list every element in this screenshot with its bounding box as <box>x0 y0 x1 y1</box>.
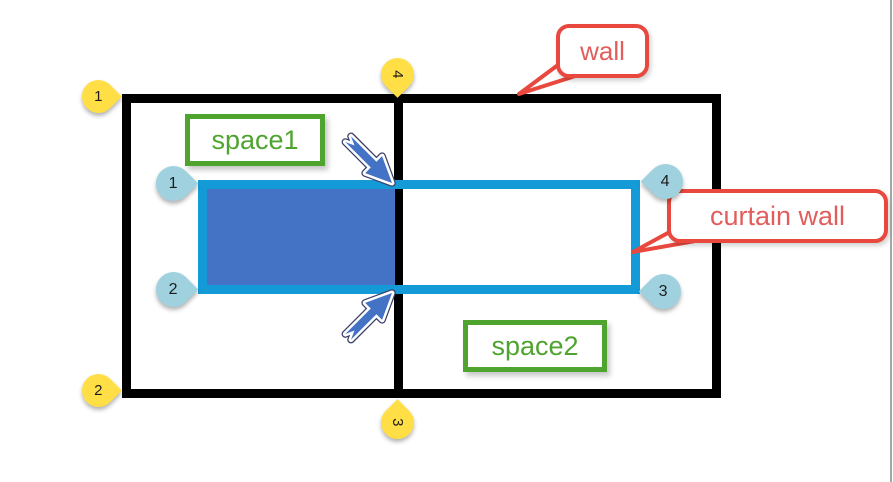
wall-marker-4-label: 4 <box>389 70 406 79</box>
wall-callout: wall <box>556 24 649 78</box>
wall-marker-3-label: 3 <box>389 418 406 427</box>
curtain-wall-callout: curtain wall <box>667 189 888 243</box>
curtain-marker-3-label: 3 <box>659 282 668 300</box>
curtain-marker-1-label: 1 <box>169 174 178 192</box>
space2-label-text: space2 <box>491 330 579 361</box>
space1-label: space1 <box>185 114 325 166</box>
middle-dividing-wall <box>394 94 403 398</box>
wall-marker-2-pin-icon: 2 <box>75 367 122 414</box>
wall-marker-1-pin-icon: 1 <box>75 73 122 120</box>
wall-marker-4-pin-icon: 4 <box>374 51 421 98</box>
wall-marker-1-label: 1 <box>94 88 103 105</box>
space2-label: space2 <box>463 320 607 372</box>
wall-outline <box>122 94 721 398</box>
curtain-marker-4-label: 4 <box>661 172 670 190</box>
wall-marker-3-pin-icon: 3 <box>374 399 421 446</box>
space1-label-text: space1 <box>211 124 299 155</box>
wall-marker-2-label: 2 <box>94 382 103 399</box>
curtain-wall-callout-label: curtain wall <box>709 200 846 231</box>
wall-callout-label: wall <box>580 35 625 66</box>
window-edge-line <box>890 0 892 482</box>
space1-fill-rect <box>207 189 395 285</box>
curtain-wall-outline <box>198 180 640 294</box>
curtain-marker-2-label: 2 <box>169 280 178 298</box>
